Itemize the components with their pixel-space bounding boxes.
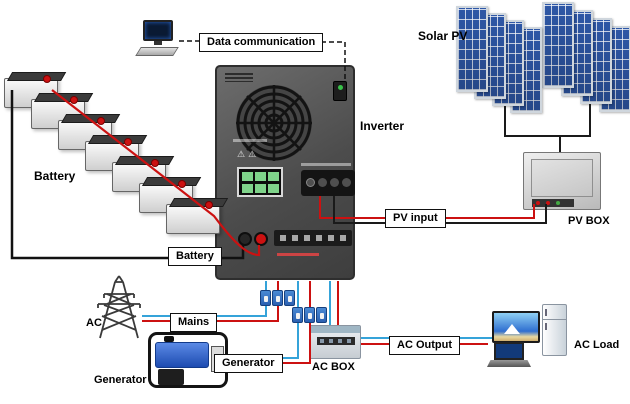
ac-box-terminals (317, 337, 355, 345)
solar-panel (456, 6, 488, 92)
comm-port-icon (333, 81, 347, 101)
ac-load-label: AC Load (574, 339, 620, 351)
fridge-icon (542, 304, 567, 356)
transmission-tower-icon (97, 275, 141, 339)
ac-distribution-box (309, 325, 361, 359)
circuit-breaker (316, 307, 327, 323)
generator-link-label: Generator (214, 354, 283, 373)
laptop-keyboard (487, 360, 531, 367)
warning-icon: ⚠⚠ (237, 149, 260, 159)
battery-terminal-negative (238, 232, 252, 246)
generator-engine (158, 369, 184, 385)
wire-pv-string (560, 104, 591, 137)
battery-terminal-positive (254, 232, 268, 246)
battery-link-label: Battery (168, 247, 222, 266)
output-terminal-block (301, 170, 355, 196)
tv-icon (492, 311, 540, 347)
solar-panel (542, 2, 574, 88)
generator-fuel-cap (164, 336, 174, 342)
solar-pv-label: Solar PV (418, 29, 468, 43)
pv-combiner-box (523, 152, 601, 210)
inverter-unit: ⚠⚠ (215, 65, 355, 280)
ac-box-label: AC BOX (312, 361, 355, 373)
battery-cell (166, 201, 220, 234)
pv-box-door (531, 159, 593, 197)
pv-input-label: PV input (385, 209, 446, 228)
wire-generator-neutral (226, 323, 299, 359)
circuit-breaker (304, 307, 315, 323)
panel-text-line (233, 139, 267, 142)
keyboard-icon (135, 47, 179, 56)
circuit-breaker (292, 307, 303, 323)
monitor-icon (143, 20, 173, 41)
ac-terminal-strip (274, 230, 352, 246)
pv-box-terminals (532, 199, 574, 207)
vent-grille (225, 73, 253, 82)
generator-label: Generator (94, 374, 147, 386)
battery-label: Battery (34, 169, 76, 183)
pv-box-label: PV BOX (568, 215, 610, 227)
status-display (237, 167, 283, 197)
circuit-breaker (284, 290, 295, 306)
warning-text-line (277, 253, 319, 256)
computer-icon (135, 20, 184, 60)
laptop-icon (487, 342, 531, 368)
monitor-stand (154, 41, 162, 45)
data-communication-label: Data communication (199, 33, 324, 52)
panel-text-line (301, 163, 351, 166)
mains-label: Mains (170, 313, 218, 332)
laptop-screen (494, 342, 524, 360)
generator-icon (146, 330, 232, 392)
generator-tank (155, 342, 209, 368)
circuit-breaker (272, 290, 283, 306)
inverter-label: Inverter (360, 119, 405, 133)
circuit-breaker (260, 290, 271, 306)
ac-output-label: AC Output (389, 336, 460, 355)
ac-label: AC (86, 317, 102, 329)
